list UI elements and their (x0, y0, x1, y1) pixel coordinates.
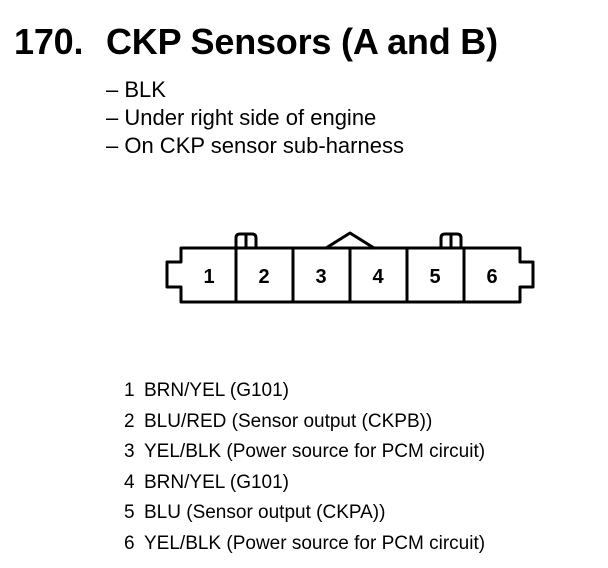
connector-outline (165, 246, 535, 304)
cell-label-6: 6 (486, 266, 497, 288)
pin-number: 1 (124, 380, 135, 401)
cell-label-4: 4 (372, 266, 384, 288)
pin-row: 3 YEL/BLK (Power source for PCM circuit) (124, 437, 485, 468)
cell-label-2: 2 (258, 266, 269, 288)
pin-description: BRN/YEL (G101) (144, 471, 290, 493)
connector-cells: 1 2 3 4 5 6 (203, 266, 497, 288)
pin-row: 5 BLU (Sensor output (CKPA)) (124, 498, 485, 529)
center-key (324, 231, 376, 250)
note-harness: – On CKP sensor sub-harness (106, 133, 404, 158)
pin-description: YEL/BLK (Power source for PCM circuit) (144, 441, 486, 462)
pin-number: 4 (124, 471, 135, 493)
title-text: CKP Sensors (A and B) (106, 21, 498, 62)
pin-description: BRN/YEL (G101) (144, 380, 290, 401)
note-location: – Under right side of engine (106, 105, 377, 130)
cell-label-5: 5 (429, 266, 440, 288)
pin-number: 3 (124, 441, 135, 462)
pin-description: BLU/RED (Sensor output (CKPB)) (144, 410, 433, 432)
pin-row: 2 BLU/RED (Sensor output (CKPB)) (124, 407, 485, 438)
cell-label-3: 3 (315, 266, 326, 288)
item-number: 170. (14, 21, 84, 62)
pin-row: 4 BRN/YEL (G101) (124, 468, 485, 499)
pin-row: 1 BRN/YEL (G101) (124, 376, 485, 407)
pin-description: YEL/BLK (Power source for PCM circuit) (144, 532, 486, 554)
cell-label-1: 1 (203, 266, 214, 288)
pin-number: 5 (124, 502, 135, 523)
connector-notes: – BLK – Under right side of engine – On … (106, 76, 404, 160)
pin-description: BLU (Sensor output (CKPA)) (144, 502, 386, 523)
note-color: – BLK (106, 77, 166, 102)
pin-number: 2 (124, 410, 135, 432)
pin-number: 6 (124, 532, 135, 554)
page-title: 170. CKP Sensors (A and B) (14, 22, 498, 62)
pin-row: 6 YEL/BLK (Power source for PCM circuit) (124, 529, 485, 560)
